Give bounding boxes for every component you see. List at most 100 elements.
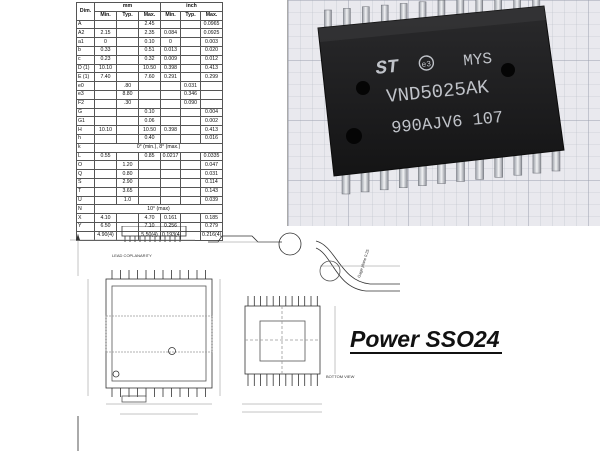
col-header: Min.	[94, 10, 117, 21]
value-cell	[116, 63, 139, 74]
dim-cell: O	[76, 160, 95, 171]
bottom-pins	[341, 148, 561, 195]
value-cell	[94, 98, 117, 109]
value-cell	[138, 186, 161, 197]
dim-cell: A2	[76, 28, 95, 39]
dim-cell: A	[76, 19, 95, 30]
chip-pin	[380, 4, 389, 23]
dim-cell: h	[76, 133, 95, 144]
value-cell: .30	[116, 98, 139, 109]
value-cell: 10.10	[94, 125, 117, 135]
merged-cell: 0° (min.), 8° (max.)	[93, 142, 224, 153]
value-cell	[116, 72, 139, 83]
value-cell	[160, 89, 181, 100]
value-cell	[116, 28, 139, 39]
value-cell: 0.398	[160, 63, 181, 74]
value-cell: 0.013	[160, 45, 181, 56]
chip-pin	[362, 6, 370, 24]
value-cell: 2.15	[94, 28, 117, 39]
value-cell: 0.003	[199, 37, 224, 47]
value-cell	[180, 37, 201, 47]
chip-pin	[456, 0, 465, 16]
value-cell	[116, 54, 139, 65]
dim-cell: b	[76, 45, 95, 56]
marking-line1: MYS	[463, 50, 493, 71]
dim-cell: X	[76, 213, 95, 223]
value-cell	[199, 98, 224, 109]
value-cell	[94, 186, 117, 197]
value-cell: 7.60	[138, 72, 161, 83]
value-cell	[199, 81, 224, 91]
value-cell: 0.012	[199, 54, 224, 65]
value-cell	[160, 116, 181, 127]
value-cell	[199, 89, 224, 100]
value-cell	[180, 28, 201, 39]
value-cell: 0.084	[160, 28, 181, 39]
value-cell	[116, 107, 139, 118]
value-cell: 0.047	[199, 160, 224, 171]
dim-cell: F2	[76, 98, 95, 109]
value-cell	[160, 195, 181, 206]
table-header-row: Dim. mm inch	[76, 2, 224, 21]
chip-pin	[324, 9, 332, 28]
value-cell	[94, 160, 117, 171]
chip-pin	[456, 159, 465, 182]
chip-photo: ST e3 MYS VND5025AK 990AJV6 107	[287, 0, 600, 226]
lead-coplanarity-label: LEAD COPLANARITY	[112, 253, 152, 258]
value-cell	[160, 177, 181, 188]
pin1-marker	[346, 128, 362, 144]
value-cell	[180, 19, 201, 30]
value-cell: 8.80	[116, 89, 139, 100]
value-cell	[138, 177, 161, 188]
value-cell: 0.10	[138, 107, 161, 118]
col-header: Max.	[199, 10, 224, 21]
value-cell	[180, 72, 201, 83]
chip-body	[317, 5, 565, 177]
chip-pin	[513, 152, 523, 176]
value-cell: 0.0335	[199, 151, 224, 162]
value-cell	[180, 177, 201, 188]
chip-pin	[399, 165, 408, 188]
value-cell	[138, 89, 161, 100]
value-cell: 0.161	[160, 213, 181, 223]
value-cell: 0.299	[199, 72, 224, 83]
top-view-leads	[111, 270, 206, 397]
value-cell: 0.51	[138, 45, 161, 56]
dim-cell: U	[76, 195, 95, 206]
value-cell: 0.090	[180, 98, 201, 109]
value-cell: 1.20	[116, 160, 139, 171]
value-cell	[160, 107, 181, 118]
value-cell	[116, 116, 139, 127]
value-cell: 0.020	[199, 45, 224, 56]
value-cell: 0.031	[180, 81, 201, 91]
side-view-body	[121, 226, 187, 237]
gage-plane-label: Gage plane 0.25	[356, 248, 370, 278]
value-cell: 0.039	[199, 195, 224, 206]
value-cell	[116, 125, 139, 135]
col-header: Typ.	[116, 10, 139, 21]
chip-mold-dimple	[501, 63, 515, 77]
value-cell: 4.70	[138, 213, 161, 223]
value-cell: 0.40	[138, 133, 161, 144]
chip-top-bevel	[318, 6, 546, 42]
chip-photo-svg: ST e3 MYS VND5025AK 990AJV6 107	[288, 0, 600, 226]
chip-pin	[399, 3, 408, 21]
value-cell	[94, 177, 117, 188]
mechanical-drawing: LEAD COPLANARITY Gage plane 0.25 BOTTOM …	[70, 226, 400, 451]
value-cell: 2.45	[138, 19, 161, 30]
value-cell: 0	[160, 37, 181, 47]
chip-pin	[418, 1, 427, 20]
dim-cell: E (1)	[76, 72, 95, 83]
value-cell: 0.291	[160, 72, 181, 83]
